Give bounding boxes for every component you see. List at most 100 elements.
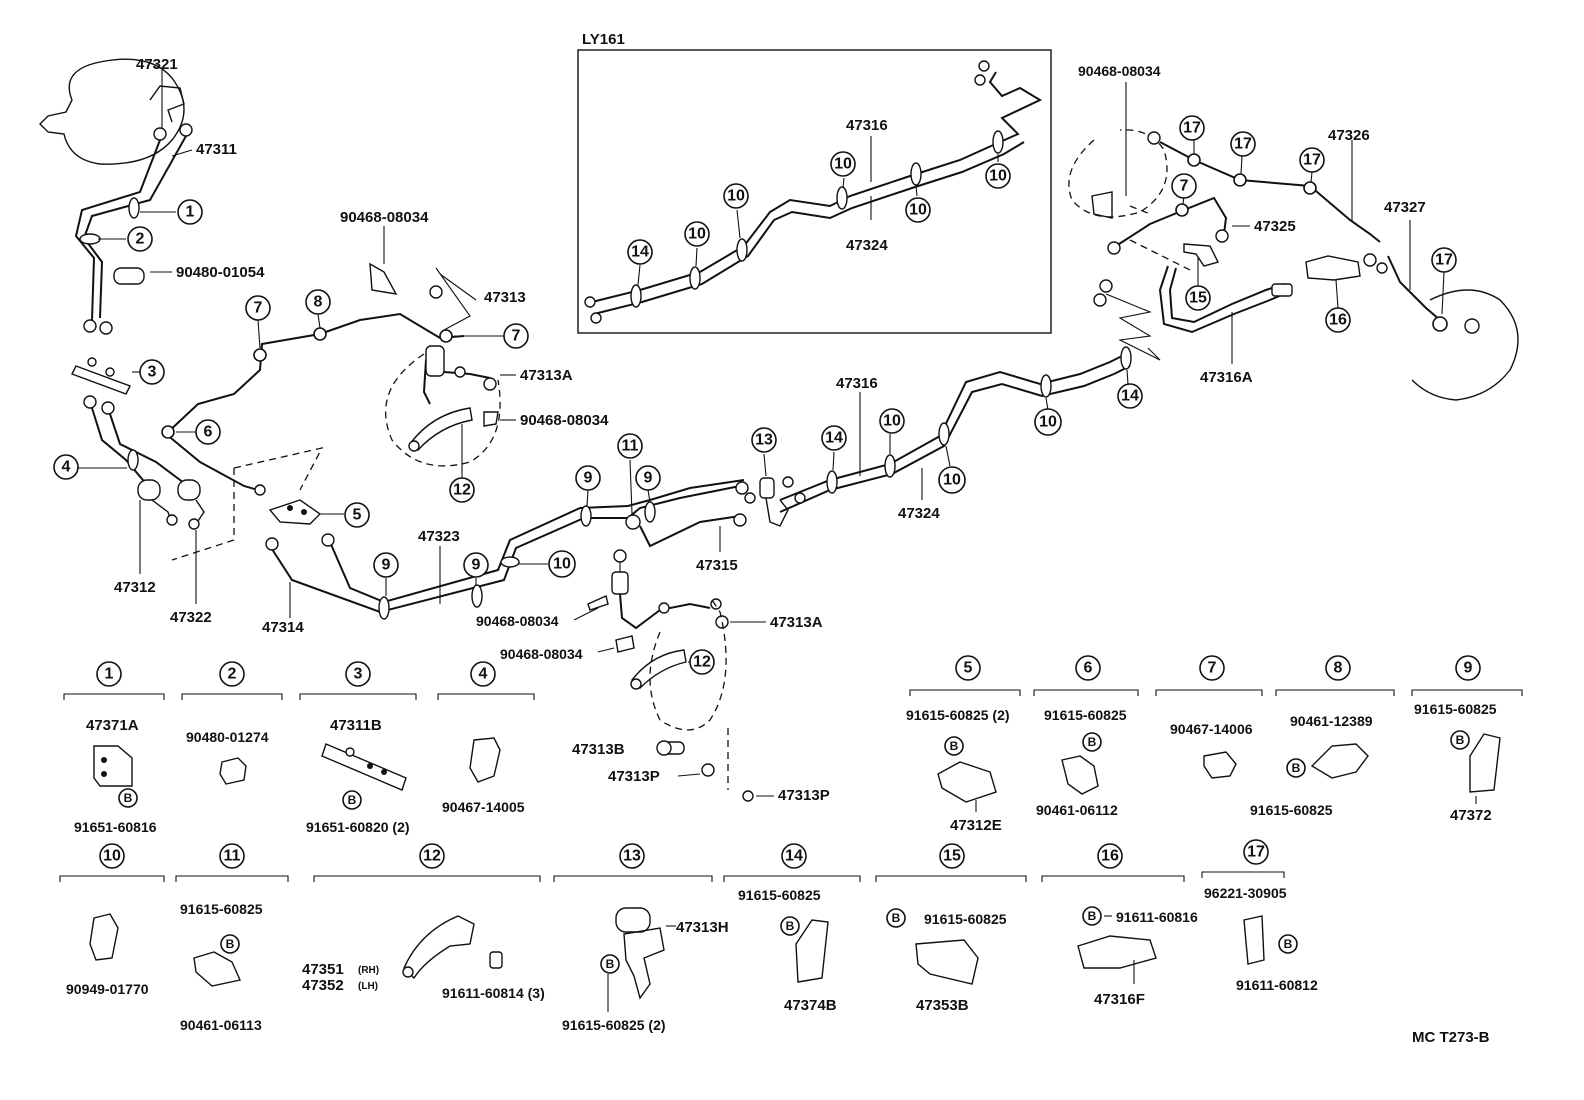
detail-17-number: 17 [1247,844,1265,861]
detail-15-part-b: 47353B [916,997,969,1014]
detail-group-4: 4 90467-14005 [437,661,535,815]
callout-15: 15 [1189,290,1207,307]
part-47313A-upper: 47313A [520,367,573,384]
callout-14-inset: 14 [631,244,649,261]
detail-15-number: 15 [943,848,961,865]
inset-label-47316: 47316 [846,117,888,134]
callout-9-c: 9 [584,470,593,487]
detail-group-13: 13 47313H B 91615-60825 (2) [553,843,729,1033]
part-47311: 47311 [196,141,237,158]
detail-group-5: 5 91615-60825 (2) B 47312E [906,655,1021,834]
detail-10-part-a: 90949-01770 [66,981,149,997]
detail-13-part-b: 91615-60825 (2) [562,1017,666,1033]
detail-group-11: 11 91615-60825 B 90461-06113 [175,843,289,1033]
detail-group-10: 10 90949-01770 [59,843,165,997]
detail-group-15: 15 B 91615-60825 47353B [875,843,1027,1014]
figure-code: MC T273-B [1412,1029,1490,1046]
detail-9-part-b: 47372 [1450,807,1492,824]
detail-7-number: 7 [1208,660,1217,677]
detail-12-part-a: 47351 [302,961,344,978]
detail-4-part-a: 90467-14005 [442,799,525,815]
detail-3-part-a: 47311B [330,717,382,734]
detail-14-bolt: B [786,919,795,933]
callout-10-right-b: 10 [943,472,961,489]
part-47312: 47312 [114,579,156,596]
part-47314: 47314 [262,619,304,636]
callout-17-b: 17 [1234,136,1252,153]
part-90468-08034-center: 90468-08034 [476,613,559,629]
detail-8-bolt: B [1292,761,1301,775]
detail-13-bolt: B [606,957,615,971]
detail-16-number: 16 [1101,848,1119,865]
callout-3: 3 [148,364,157,381]
detail-1-part-b: 91651-60816 [74,819,157,835]
center-main-pipes: 9 9 10 9 11 9 47314 47323 47315 [262,433,747,636]
detail-1-bolt: B [124,791,133,805]
detail-11-part-a: 91615-60825 [180,901,263,917]
detail-5-part-a: 91615-60825 (2) [906,707,1010,723]
part-47326: 47326 [1328,127,1370,144]
detail-group-9: 9 91615-60825 B 47372 [1411,655,1523,824]
callout-14-right: 14 [1121,388,1139,405]
detail-16-bolt: B [1088,909,1097,923]
callout-10-inset-b: 10 [727,188,745,205]
callout-10-inset-a: 10 [688,226,706,243]
detail-3-part-b: 91651-60820 (2) [306,819,410,835]
detail-9-number: 9 [1464,660,1473,677]
detail-group-1: 1 47371A B 91651-60816 [63,661,165,835]
detail-17-bolt: B [1284,937,1293,951]
part-90468-08034-lower: 90468-08034 [500,646,583,662]
part-47327: 47327 [1384,199,1426,216]
detail-8-part-a: 90461-12389 [1290,713,1373,729]
detail-12-part-c: 91611-60814 (3) [442,985,545,1001]
part-47322: 47322 [170,609,212,626]
detail-1-number: 1 [105,666,114,683]
callout-9-a: 9 [382,557,391,574]
callout-9-b: 9 [472,557,481,574]
inset-title: LY161 [582,31,625,48]
part-90468-08034-right: 90468-08034 [1078,63,1161,79]
callout-13: 13 [755,432,773,449]
detail-14-part-a: 91615-60825 [738,887,821,903]
detail-group-7: 7 90467-14006 [1155,655,1263,779]
detail-5-number: 5 [964,660,973,677]
part-47324: 47324 [898,505,940,522]
detail-14-part-b: 47374B [784,997,837,1014]
part-90468-08034-upper: 90468-08034 [340,209,429,226]
callout-7-right: 7 [1180,178,1189,195]
callout-17-c: 17 [1303,152,1321,169]
detail-8-part-b: 91615-60825 [1250,802,1333,818]
detail-12-rh: (RH) [358,965,379,976]
inset-ly161: LY161 47316 47324 14 10 10 10 10 10 [577,31,1052,334]
detail-3-number: 3 [354,666,363,683]
detail-6-part-b: 90461-06112 [1036,802,1118,818]
detail-group-6: 6 91615-60825 B 90461-06112 [1033,655,1139,818]
detail-16-part-b: 47316F [1094,991,1145,1008]
part-47315: 47315 [696,557,738,574]
callout-14-center: 14 [825,430,843,447]
detail-11-number: 11 [224,848,241,865]
callout-10-center: 10 [553,556,571,573]
part-47313: 47313 [484,289,526,306]
detail-group-2: 2 90480-01274 [181,661,283,785]
detail-3-bolt: B [348,793,357,807]
detail-11-bolt: B [226,937,235,951]
right-main-pipes: 47316 47324 14 10 10 10 14 13 [735,279,1161,527]
part-47316A: 47316A [1200,369,1253,386]
detail-6-bolt: B [1088,735,1097,749]
inset-frame [577,49,1052,334]
callout-16: 16 [1329,312,1347,329]
part-47325: 47325 [1254,218,1296,235]
detail-2-part-a: 90480-01274 [186,729,269,745]
detail-12-part-b: 47352 [302,977,344,994]
callout-7-center: 7 [512,328,521,345]
callout-17-a: 17 [1183,120,1201,137]
callout-1: 1 [186,204,195,221]
part-47321: 47321 [136,56,178,73]
inset-label-47324: 47324 [846,237,888,254]
part-47313B: 47313B [572,741,625,758]
callout-10-inset-d: 10 [909,202,927,219]
detail-10-number: 10 [103,848,121,865]
callout-17-d: 17 [1435,252,1453,269]
